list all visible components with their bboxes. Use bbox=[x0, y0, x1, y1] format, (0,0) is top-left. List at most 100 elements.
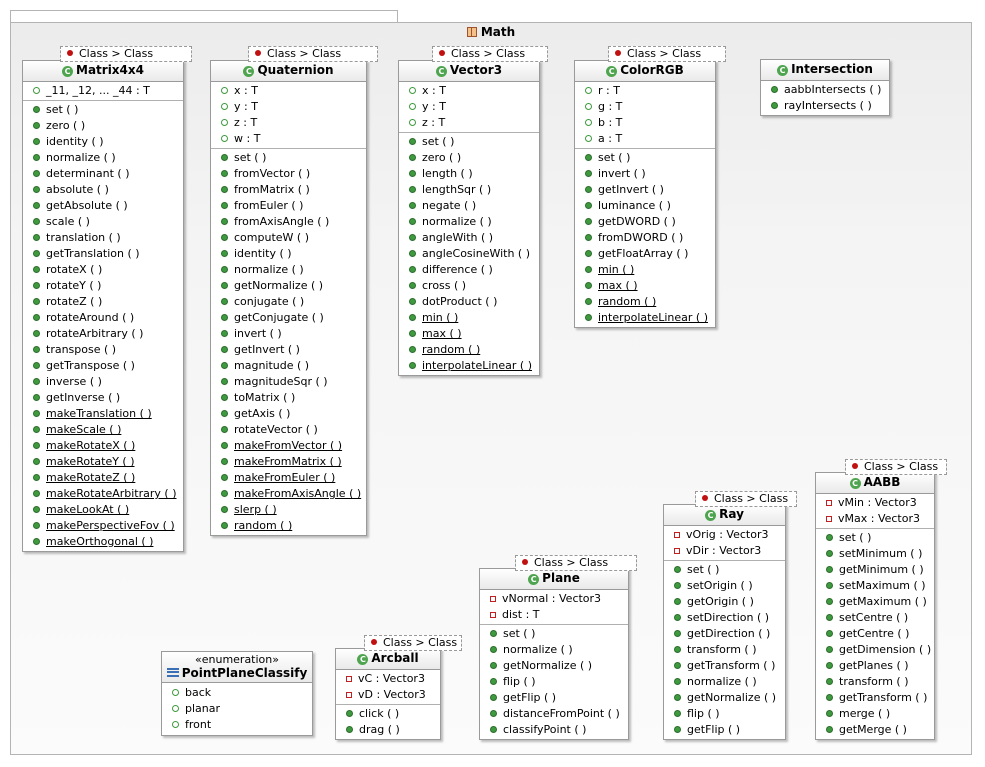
method-row[interactable]: getTranslation ( ) bbox=[23, 246, 183, 262]
method-row[interactable]: getMaximum ( ) bbox=[816, 594, 934, 610]
method-row[interactable]: getAxis ( ) bbox=[211, 406, 366, 422]
method-row[interactable]: interpolateLinear ( ) bbox=[399, 358, 539, 374]
method-row[interactable]: rotateArbitrary ( ) bbox=[23, 326, 183, 342]
attribute-row[interactable]: vDir : Vector3 bbox=[664, 543, 785, 559]
method-row[interactable]: random ( ) bbox=[575, 294, 715, 310]
method-row[interactable]: getMinimum ( ) bbox=[816, 562, 934, 578]
method-row[interactable]: setDirection ( ) bbox=[664, 610, 785, 626]
method-row[interactable]: min ( ) bbox=[399, 310, 539, 326]
method-row[interactable]: rotateY ( ) bbox=[23, 278, 183, 294]
method-row[interactable]: identity ( ) bbox=[23, 134, 183, 150]
method-row[interactable]: flip ( ) bbox=[480, 674, 628, 690]
method-row[interactable]: transform ( ) bbox=[816, 674, 934, 690]
attribute-row[interactable]: x : T bbox=[399, 83, 539, 99]
method-row[interactable]: getDWORD ( ) bbox=[575, 214, 715, 230]
method-row[interactable]: getInvert ( ) bbox=[575, 182, 715, 198]
method-row[interactable]: angleCosineWith ( ) bbox=[399, 246, 539, 262]
method-row[interactable]: dotProduct ( ) bbox=[399, 294, 539, 310]
method-row[interactable]: getNormalize ( ) bbox=[664, 690, 785, 706]
method-row[interactable]: transform ( ) bbox=[664, 642, 785, 658]
method-row[interactable]: rotateZ ( ) bbox=[23, 294, 183, 310]
method-row[interactable]: getAbsolute ( ) bbox=[23, 198, 183, 214]
method-row[interactable]: difference ( ) bbox=[399, 262, 539, 278]
method-row[interactable]: normalize ( ) bbox=[23, 150, 183, 166]
method-row[interactable]: getTransform ( ) bbox=[664, 658, 785, 674]
method-row[interactable]: merge ( ) bbox=[816, 706, 934, 722]
method-row[interactable]: getConjugate ( ) bbox=[211, 310, 366, 326]
attribute-row[interactable]: z : T bbox=[399, 115, 539, 131]
method-row[interactable]: getDirection ( ) bbox=[664, 626, 785, 642]
method-row[interactable]: angleWith ( ) bbox=[399, 230, 539, 246]
attribute-row[interactable]: y : T bbox=[211, 99, 366, 115]
attribute-row[interactable]: y : T bbox=[399, 99, 539, 115]
method-row[interactable]: makeRotateZ ( ) bbox=[23, 470, 183, 486]
method-row[interactable]: makeOrthogonal ( ) bbox=[23, 534, 183, 550]
method-row[interactable]: normalize ( ) bbox=[480, 642, 628, 658]
method-row[interactable]: set ( ) bbox=[575, 150, 715, 166]
method-row[interactable]: max ( ) bbox=[575, 278, 715, 294]
attribute-row[interactable]: g : T bbox=[575, 99, 715, 115]
method-row[interactable]: zero ( ) bbox=[399, 150, 539, 166]
method-row[interactable]: transpose ( ) bbox=[23, 342, 183, 358]
enum-pointplaneclassify[interactable]: «enumeration» PointPlaneClassify back pl… bbox=[161, 651, 313, 736]
method-row[interactable]: fromDWORD ( ) bbox=[575, 230, 715, 246]
method-row[interactable]: translation ( ) bbox=[23, 230, 183, 246]
method-row[interactable]: lengthSqr ( ) bbox=[399, 182, 539, 198]
method-row[interactable]: fromMatrix ( ) bbox=[211, 182, 366, 198]
method-row[interactable]: aabbIntersects ( ) bbox=[761, 82, 889, 98]
method-row[interactable]: makePerspectiveFov ( ) bbox=[23, 518, 183, 534]
method-row[interactable]: identity ( ) bbox=[211, 246, 366, 262]
attribute-row[interactable]: b : T bbox=[575, 115, 715, 131]
method-row[interactable]: getFlip ( ) bbox=[480, 690, 628, 706]
method-row[interactable]: interpolateLinear ( ) bbox=[575, 310, 715, 326]
method-row[interactable]: flip ( ) bbox=[664, 706, 785, 722]
method-row[interactable]: set ( ) bbox=[664, 562, 785, 578]
attribute-row[interactable]: vC : Vector3 bbox=[336, 671, 440, 687]
method-row[interactable]: getInverse ( ) bbox=[23, 390, 183, 406]
method-row[interactable]: rotateX ( ) bbox=[23, 262, 183, 278]
method-row[interactable]: determinant ( ) bbox=[23, 166, 183, 182]
method-row[interactable]: getNormalize ( ) bbox=[211, 278, 366, 294]
method-row[interactable]: set ( ) bbox=[816, 530, 934, 546]
method-row[interactable]: magnitudeSqr ( ) bbox=[211, 374, 366, 390]
attribute-row[interactable]: vD : Vector3 bbox=[336, 687, 440, 703]
method-row[interactable]: set ( ) bbox=[480, 626, 628, 642]
method-row[interactable]: makeLookAt ( ) bbox=[23, 502, 183, 518]
method-row[interactable]: cross ( ) bbox=[399, 278, 539, 294]
method-row[interactable]: conjugate ( ) bbox=[211, 294, 366, 310]
attribute-row[interactable]: vMax : Vector3 bbox=[816, 511, 934, 527]
attribute-row[interactable]: x : T bbox=[211, 83, 366, 99]
method-row[interactable]: makeRotateArbitrary ( ) bbox=[23, 486, 183, 502]
method-row[interactable]: getOrigin ( ) bbox=[664, 594, 785, 610]
method-row[interactable]: getTransform ( ) bbox=[816, 690, 934, 706]
method-row[interactable]: zero ( ) bbox=[23, 118, 183, 134]
attribute-row[interactable]: a : T bbox=[575, 131, 715, 147]
method-row[interactable]: getFlip ( ) bbox=[664, 722, 785, 738]
method-row[interactable]: max ( ) bbox=[399, 326, 539, 342]
method-row[interactable]: inverse ( ) bbox=[23, 374, 183, 390]
method-row[interactable]: rotateAround ( ) bbox=[23, 310, 183, 326]
method-row[interactable]: getCentre ( ) bbox=[816, 626, 934, 642]
method-row[interactable]: makeFromAxisAngle ( ) bbox=[211, 486, 366, 502]
method-row[interactable]: distanceFromPoint ( ) bbox=[480, 706, 628, 722]
attribute-row[interactable]: r : T bbox=[575, 83, 715, 99]
enum-literal[interactable]: planar bbox=[162, 701, 312, 717]
method-row[interactable]: computeW ( ) bbox=[211, 230, 366, 246]
method-row[interactable]: makeTranslation ( ) bbox=[23, 406, 183, 422]
method-row[interactable]: toMatrix ( ) bbox=[211, 390, 366, 406]
attribute-row[interactable]: dist : T bbox=[480, 607, 628, 623]
method-row[interactable]: random ( ) bbox=[399, 342, 539, 358]
attribute-row[interactable]: vOrig : Vector3 bbox=[664, 527, 785, 543]
method-row[interactable]: classifyPoint ( ) bbox=[480, 722, 628, 738]
attribute-row[interactable]: _11, _12, ... _44 : T bbox=[23, 83, 183, 99]
method-row[interactable]: set ( ) bbox=[399, 134, 539, 150]
method-row[interactable]: setCentre ( ) bbox=[816, 610, 934, 626]
method-row[interactable]: set ( ) bbox=[211, 150, 366, 166]
